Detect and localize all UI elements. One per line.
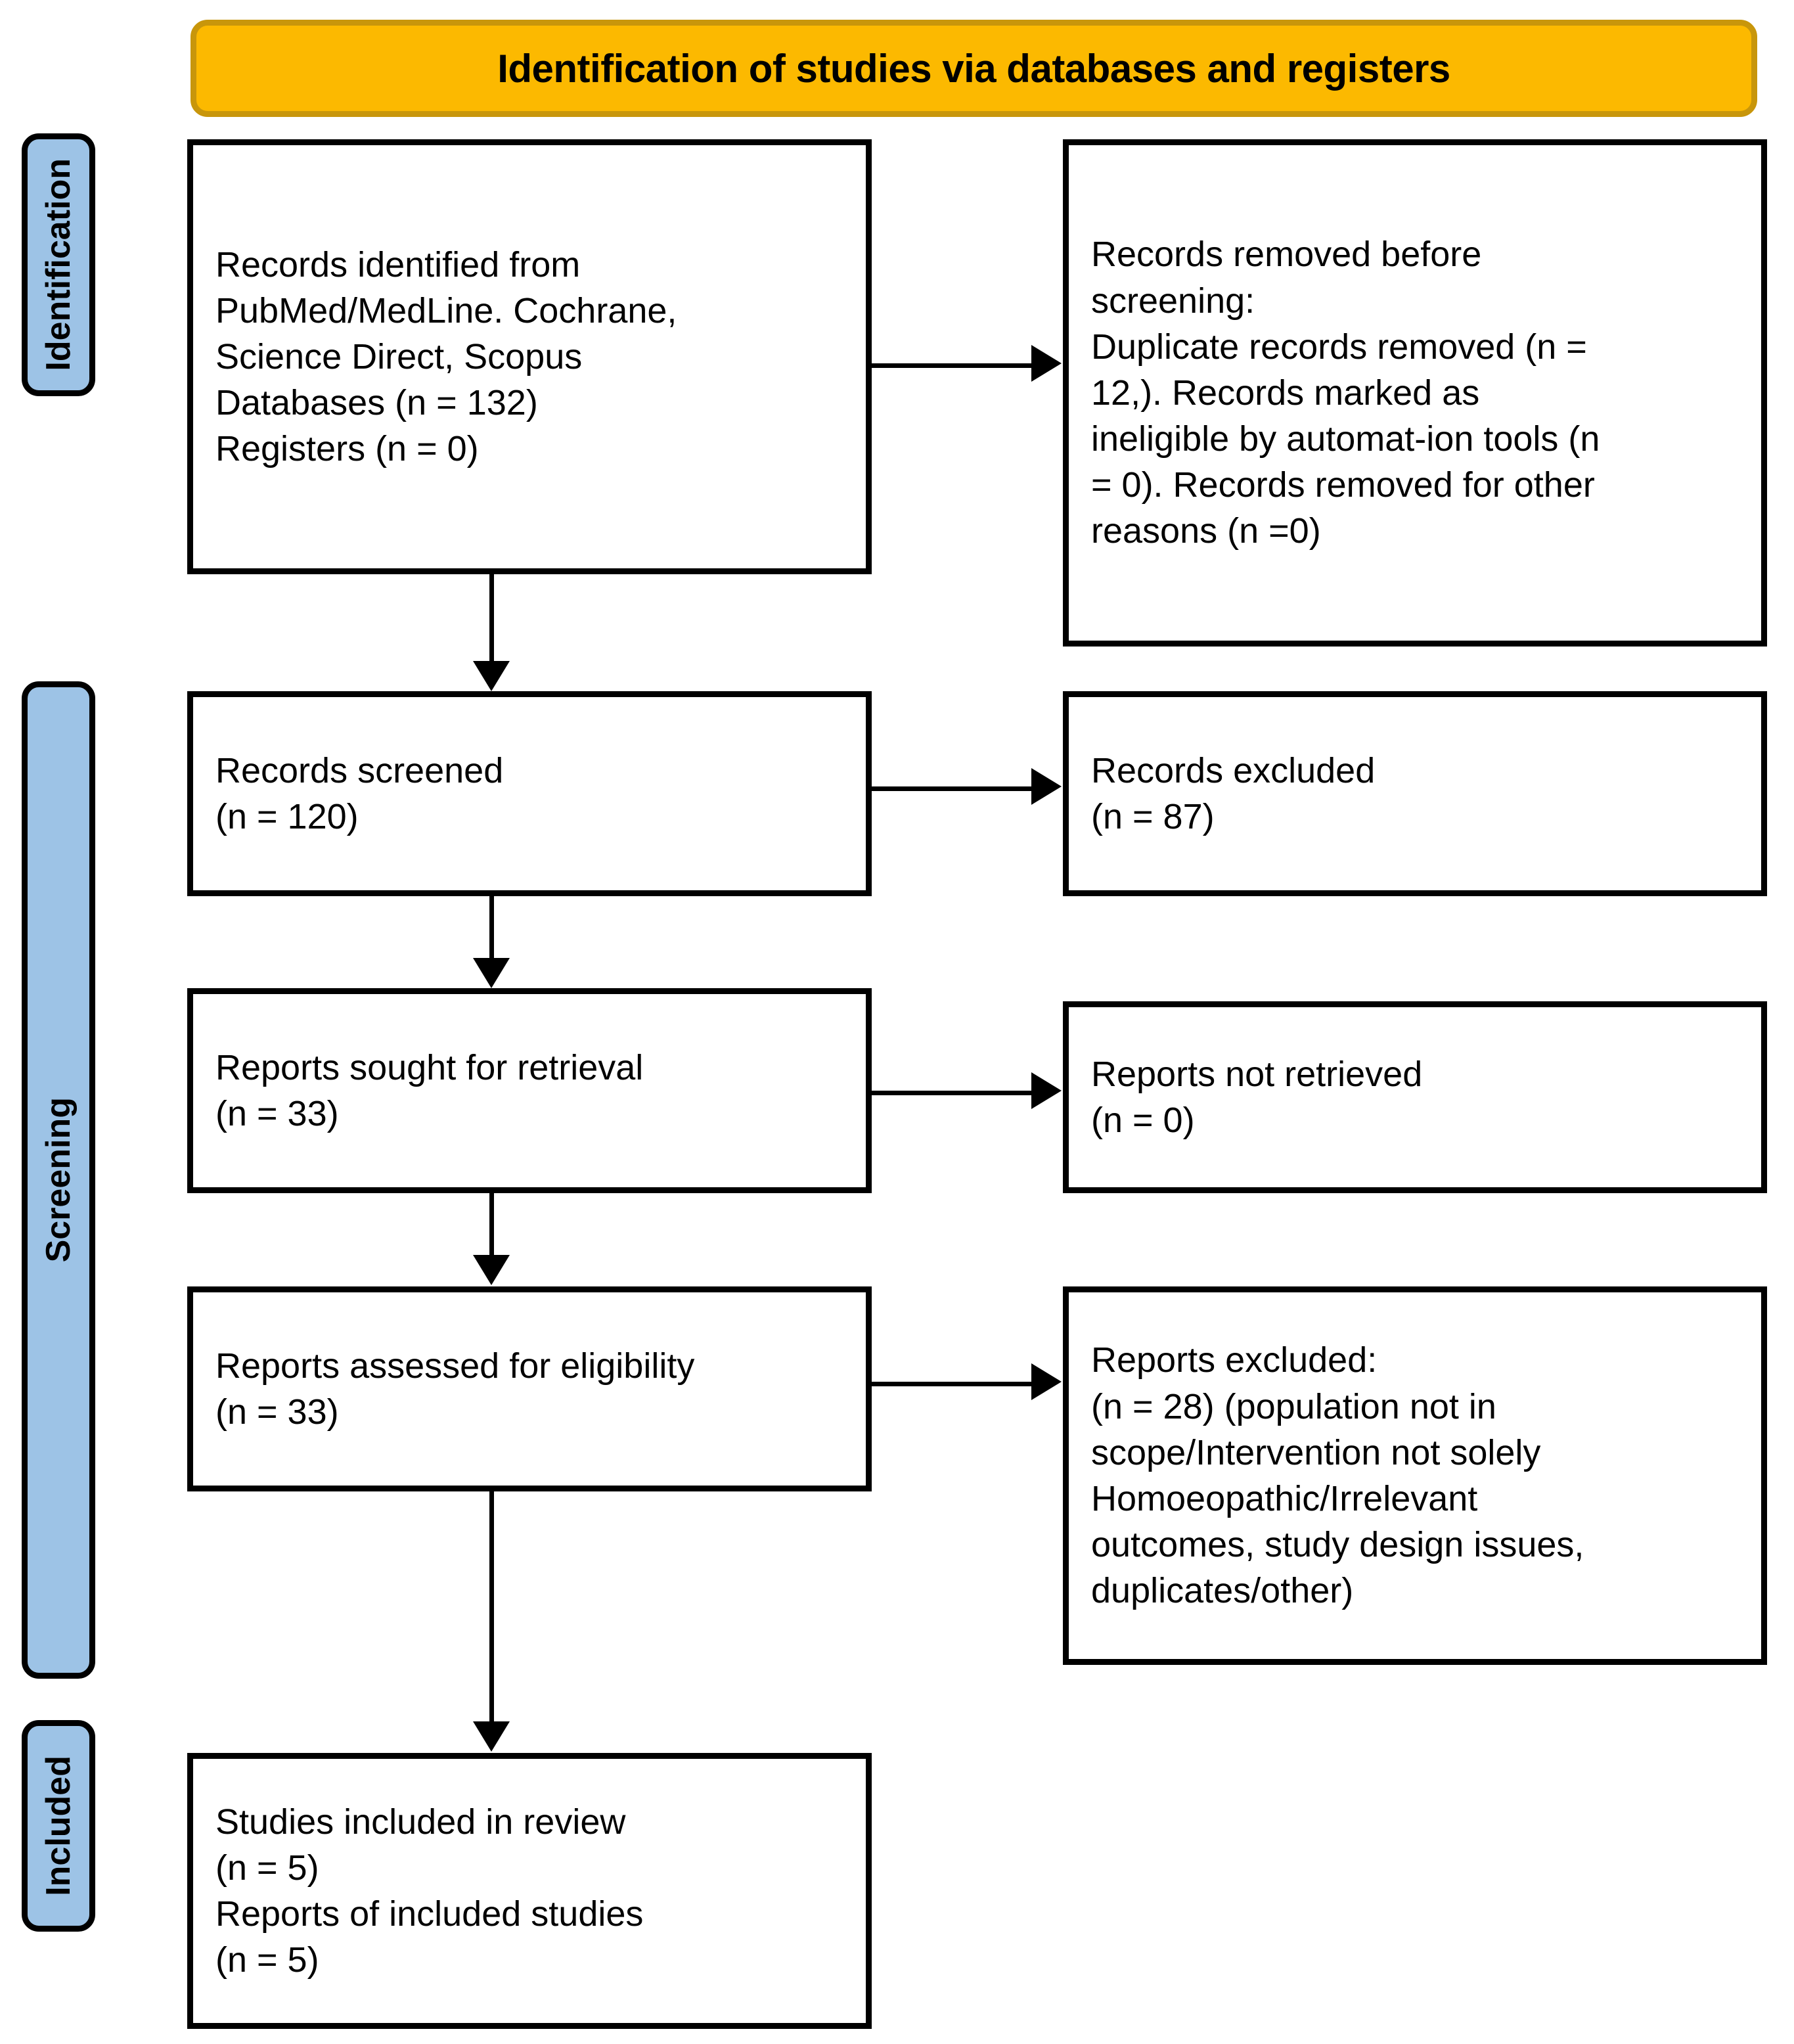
diagram-title: Identification of studies via databases … <box>497 46 1450 91</box>
box-records-identified-text: Records identified from PubMed/MedLine. … <box>215 244 677 469</box>
stage-label-identification: Identification <box>39 158 78 371</box>
connector-identified-to-screened-arrowhead-icon <box>473 661 510 691</box>
box-studies-included-text: Studies included in review (n = 5) Repor… <box>215 1802 644 1980</box>
diagram-header-banner: Identification of studies via databases … <box>191 20 1757 117</box>
box-reports-not-retrieved: Reports not retrieved (n = 0) <box>1063 1001 1767 1193</box>
stage-band-included: Included <box>22 1720 95 1932</box>
box-reports-not-retrieved-text: Reports not retrieved (n = 0) <box>1091 1054 1423 1140</box>
connector-assessed-to-repexcluded-arrowhead-icon <box>1031 1363 1062 1400</box>
connector-assessed-to-included-arrowhead-icon <box>473 1721 510 1752</box>
box-reports-excluded: Reports excluded: (n = 28) (population n… <box>1063 1286 1767 1665</box>
box-records-excluded-text: Records excluded (n = 87) <box>1091 750 1376 836</box>
connector-identified-to-screened-line <box>489 574 494 662</box>
connector-sought-to-notretrieved-arrowhead-icon <box>1031 1072 1062 1109</box>
stage-label-included: Included <box>39 1756 78 1896</box>
box-records-identified: Records identified from PubMed/MedLine. … <box>187 139 872 574</box>
box-records-screened-text: Records screened (n = 120) <box>215 750 504 836</box>
connector-identified-to-removed-arrowhead-icon <box>1031 345 1062 382</box>
connector-screened-to-sought-arrowhead-icon <box>473 958 510 988</box>
box-reports-assessed-for-eligibility: Reports assessed for eligibility (n = 33… <box>187 1286 872 1491</box>
connector-sought-to-assessed-arrowhead-icon <box>473 1255 510 1285</box>
stage-label-screening: Screening <box>39 1097 78 1263</box>
connector-assessed-to-repexcluded-line <box>872 1382 1033 1386</box>
box-records-removed-before-screening: Records removed before screening: Duplic… <box>1063 139 1767 647</box>
connector-sought-to-notretrieved-line <box>872 1091 1033 1095</box>
box-reports-sought-for-retrieval: Reports sought for retrieval (n = 33) <box>187 988 872 1193</box>
connector-screened-to-sought-line <box>489 896 494 959</box>
box-reports-sought-text: Reports sought for retrieval (n = 33) <box>215 1047 644 1133</box>
connector-screened-to-excluded-arrowhead-icon <box>1031 768 1062 805</box>
connector-assessed-to-included-line <box>489 1491 494 1723</box>
connector-identified-to-removed-line <box>872 363 1033 368</box>
box-reports-assessed-text: Reports assessed for eligibility (n = 33… <box>215 1346 695 1432</box>
connector-screened-to-excluded-line <box>872 786 1033 791</box>
box-records-screened: Records screened (n = 120) <box>187 691 872 896</box>
connector-sought-to-assessed-line <box>489 1193 494 1256</box>
box-studies-included-in-review: Studies included in review (n = 5) Repor… <box>187 1753 872 2029</box>
stage-band-screening: Screening <box>22 681 95 1679</box>
box-records-removed-text: Records removed before screening: Duplic… <box>1091 235 1600 551</box>
box-reports-excluded-text: Reports excluded: (n = 28) (population n… <box>1091 1340 1584 1611</box>
stage-band-identification: Identification <box>22 133 95 396</box>
box-records-excluded: Records excluded (n = 87) <box>1063 691 1767 896</box>
